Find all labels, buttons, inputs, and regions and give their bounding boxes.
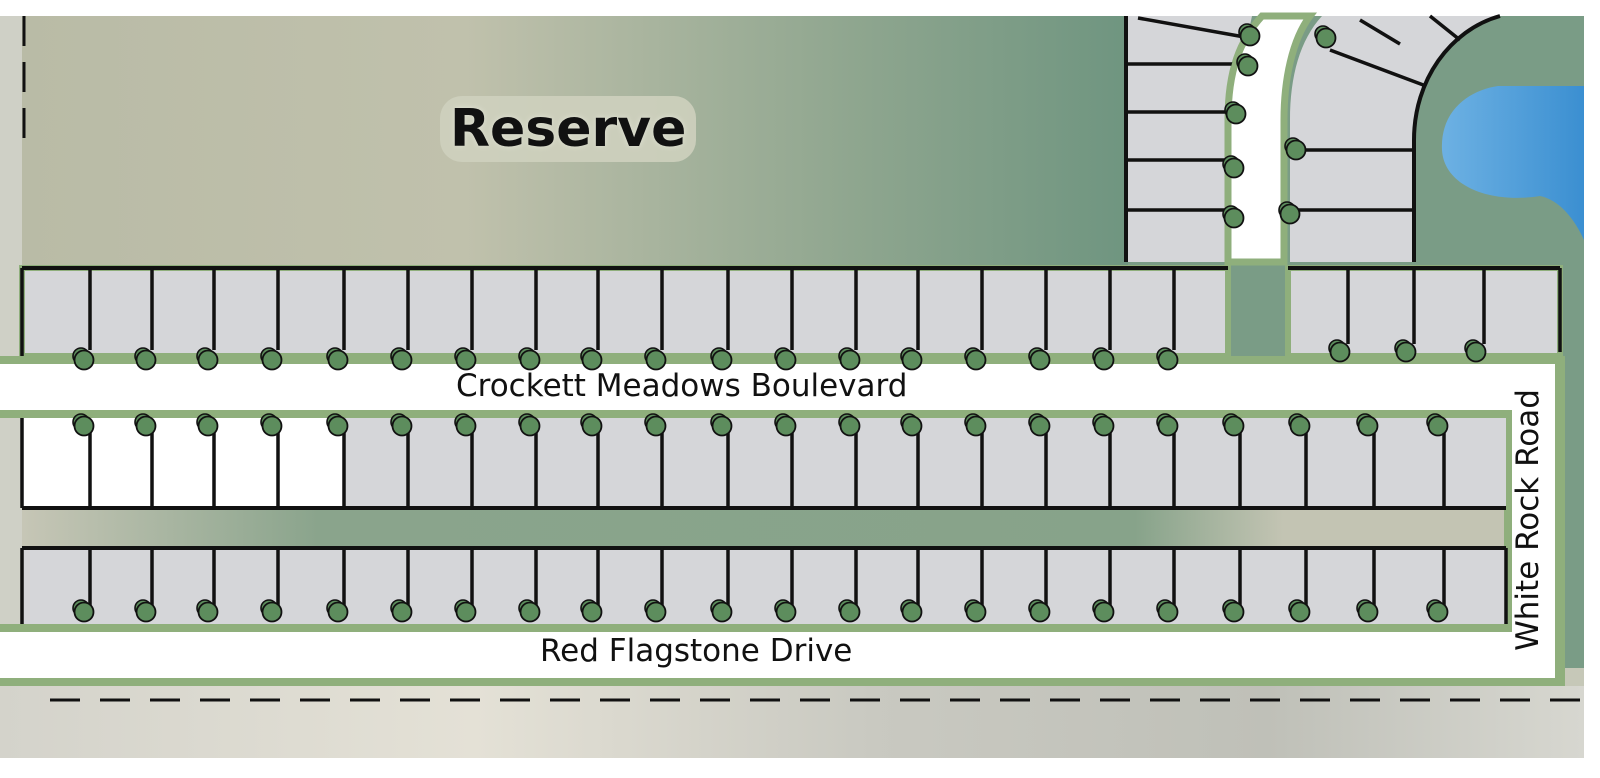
tree-icon [196, 413, 219, 437]
tree-icon [1394, 339, 1417, 363]
tree-icon [1278, 201, 1301, 225]
tree-icon [1092, 599, 1115, 623]
tree-icon [644, 599, 667, 623]
tree-icon [1222, 599, 1245, 623]
tree-icon [900, 599, 923, 623]
tree-icon [900, 413, 923, 437]
tree-icon [644, 347, 667, 371]
tree-icon [1092, 413, 1115, 437]
tree-icon [134, 347, 157, 371]
tree-icon [580, 599, 603, 623]
reserve-area-label: Reserve [440, 96, 697, 162]
tree-icon [1288, 599, 1311, 623]
tree-icon [260, 347, 283, 371]
tree-icon [1356, 599, 1379, 623]
available-lots [22, 418, 344, 508]
tree-icon [1028, 347, 1051, 371]
red-flagstone-drive-label: Red Flagstone Drive [540, 633, 853, 669]
tree-icon [134, 599, 157, 623]
tree-icon [326, 413, 349, 437]
court-lot-dividers [1126, 14, 1462, 212]
court-east-lots [1290, 16, 1500, 262]
tree-icon [72, 413, 95, 437]
tree-icon [1464, 339, 1487, 363]
tree-icon [196, 347, 219, 371]
tree-icon [838, 413, 861, 437]
red-flagstone-drive [0, 632, 1555, 678]
south-lot-row [22, 548, 1506, 624]
lot-divider-lines [20, 268, 1562, 624]
tree-icon [1222, 155, 1245, 179]
tree-icon [72, 599, 95, 623]
tree-icon [900, 347, 923, 371]
white-rock-road [1512, 364, 1555, 678]
crockett-meadows-boulevard [0, 364, 1555, 410]
tree-icon [326, 599, 349, 623]
court-west-lots [1126, 16, 1252, 262]
tree-icon [72, 347, 95, 371]
tree-icon [838, 599, 861, 623]
tree-icon [196, 599, 219, 623]
aerial-edge-bottom [0, 686, 1584, 758]
crockett-meadows-boulevard-label: Crockett Meadows Boulevard [456, 368, 908, 404]
tree-icon [710, 599, 733, 623]
tree-icon [1156, 347, 1179, 371]
tree-icon [1222, 205, 1245, 229]
tree-icon [964, 347, 987, 371]
tree-icon [1328, 339, 1351, 363]
tree-icon [390, 347, 413, 371]
tree-icon [260, 599, 283, 623]
tree-icon [1314, 25, 1337, 49]
tree-icon [644, 413, 667, 437]
tree-icon [580, 413, 603, 437]
tree-icon [390, 413, 413, 437]
tree-icon [774, 599, 797, 623]
court-east-back-line [1412, 14, 1501, 262]
tree-icon [454, 347, 477, 371]
tree-icon [1356, 413, 1379, 437]
tree-icon [1288, 413, 1311, 437]
tree-icon [134, 413, 157, 437]
tree-icon [390, 599, 413, 623]
tree-icon [964, 413, 987, 437]
tree-icon [326, 347, 349, 371]
tree-icon [518, 347, 541, 371]
pond [1441, 86, 1584, 240]
tree-icon [964, 599, 987, 623]
tree-icon [1426, 413, 1449, 437]
tree-icon [1236, 53, 1259, 77]
tree-icon [1028, 413, 1051, 437]
tree-icon [774, 347, 797, 371]
tree-icon [1156, 413, 1179, 437]
tree-icon [260, 413, 283, 437]
tree-icon [580, 347, 603, 371]
street-trees [72, 23, 1487, 623]
tree-icon [1238, 23, 1261, 47]
tree-icon [774, 413, 797, 437]
north-lots-west [19, 265, 1231, 359]
north-lots-east [1285, 265, 1563, 359]
tree-icon [454, 413, 477, 437]
tree-icon [1156, 599, 1179, 623]
tree-icon [1092, 347, 1115, 371]
tree-icon [1028, 599, 1051, 623]
white-rock-road-label: White Rock Road [1510, 389, 1546, 651]
tree-icon [454, 599, 477, 623]
tree-icon [710, 347, 733, 371]
greenbelt-strip [22, 508, 1506, 548]
tree-icon [518, 599, 541, 623]
tree-icon [1224, 101, 1247, 125]
tree-icon [710, 413, 733, 437]
tree-icon [838, 347, 861, 371]
tree-icon [518, 413, 541, 437]
tree-icon [1222, 413, 1245, 437]
tree-icon [1426, 599, 1449, 623]
tree-icon [1284, 137, 1307, 161]
